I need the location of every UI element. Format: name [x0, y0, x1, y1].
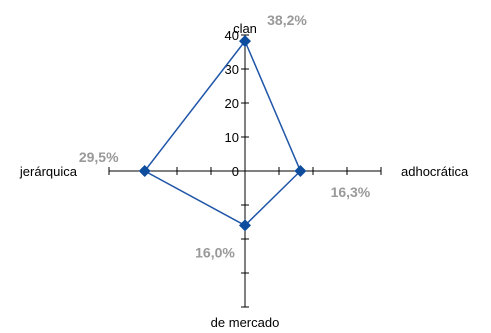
marker-jerarquica [138, 165, 151, 177]
data-label-de-mercado: 16,0% [195, 244, 235, 260]
data-label-clan: 38,2% [267, 12, 307, 28]
marker-clan [239, 35, 251, 48]
marker-adhocratica [294, 165, 307, 177]
category-label-clan: clan [233, 21, 257, 36]
series-polygon [143, 39, 302, 227]
marker-de-mercado [239, 219, 251, 232]
tick-label-40: 40 [225, 28, 239, 43]
tick-label-0: 0 [232, 164, 239, 179]
data-label-jerarquica: 29,5% [79, 149, 119, 165]
data-label-adhocratica: 16,3% [331, 184, 371, 200]
radial-tick-labels: 0 10 20 30 40 [225, 28, 239, 179]
category-label-adhocratica: adhocrática [401, 164, 469, 179]
data-labels: 38,2% 16,3% 16,0% 29,5% [79, 12, 371, 260]
category-labels: clan adhocrática de mercado jerárquica [19, 21, 469, 330]
radial-tick-marks [108, 34, 382, 308]
tick-label-30: 30 [225, 62, 239, 77]
category-label-jerarquica: jerárquica [19, 164, 78, 179]
tick-label-10: 10 [225, 130, 239, 145]
series-markers [138, 35, 307, 232]
category-label-de-mercado: de mercado [211, 315, 280, 330]
tick-label-20: 20 [225, 96, 239, 111]
